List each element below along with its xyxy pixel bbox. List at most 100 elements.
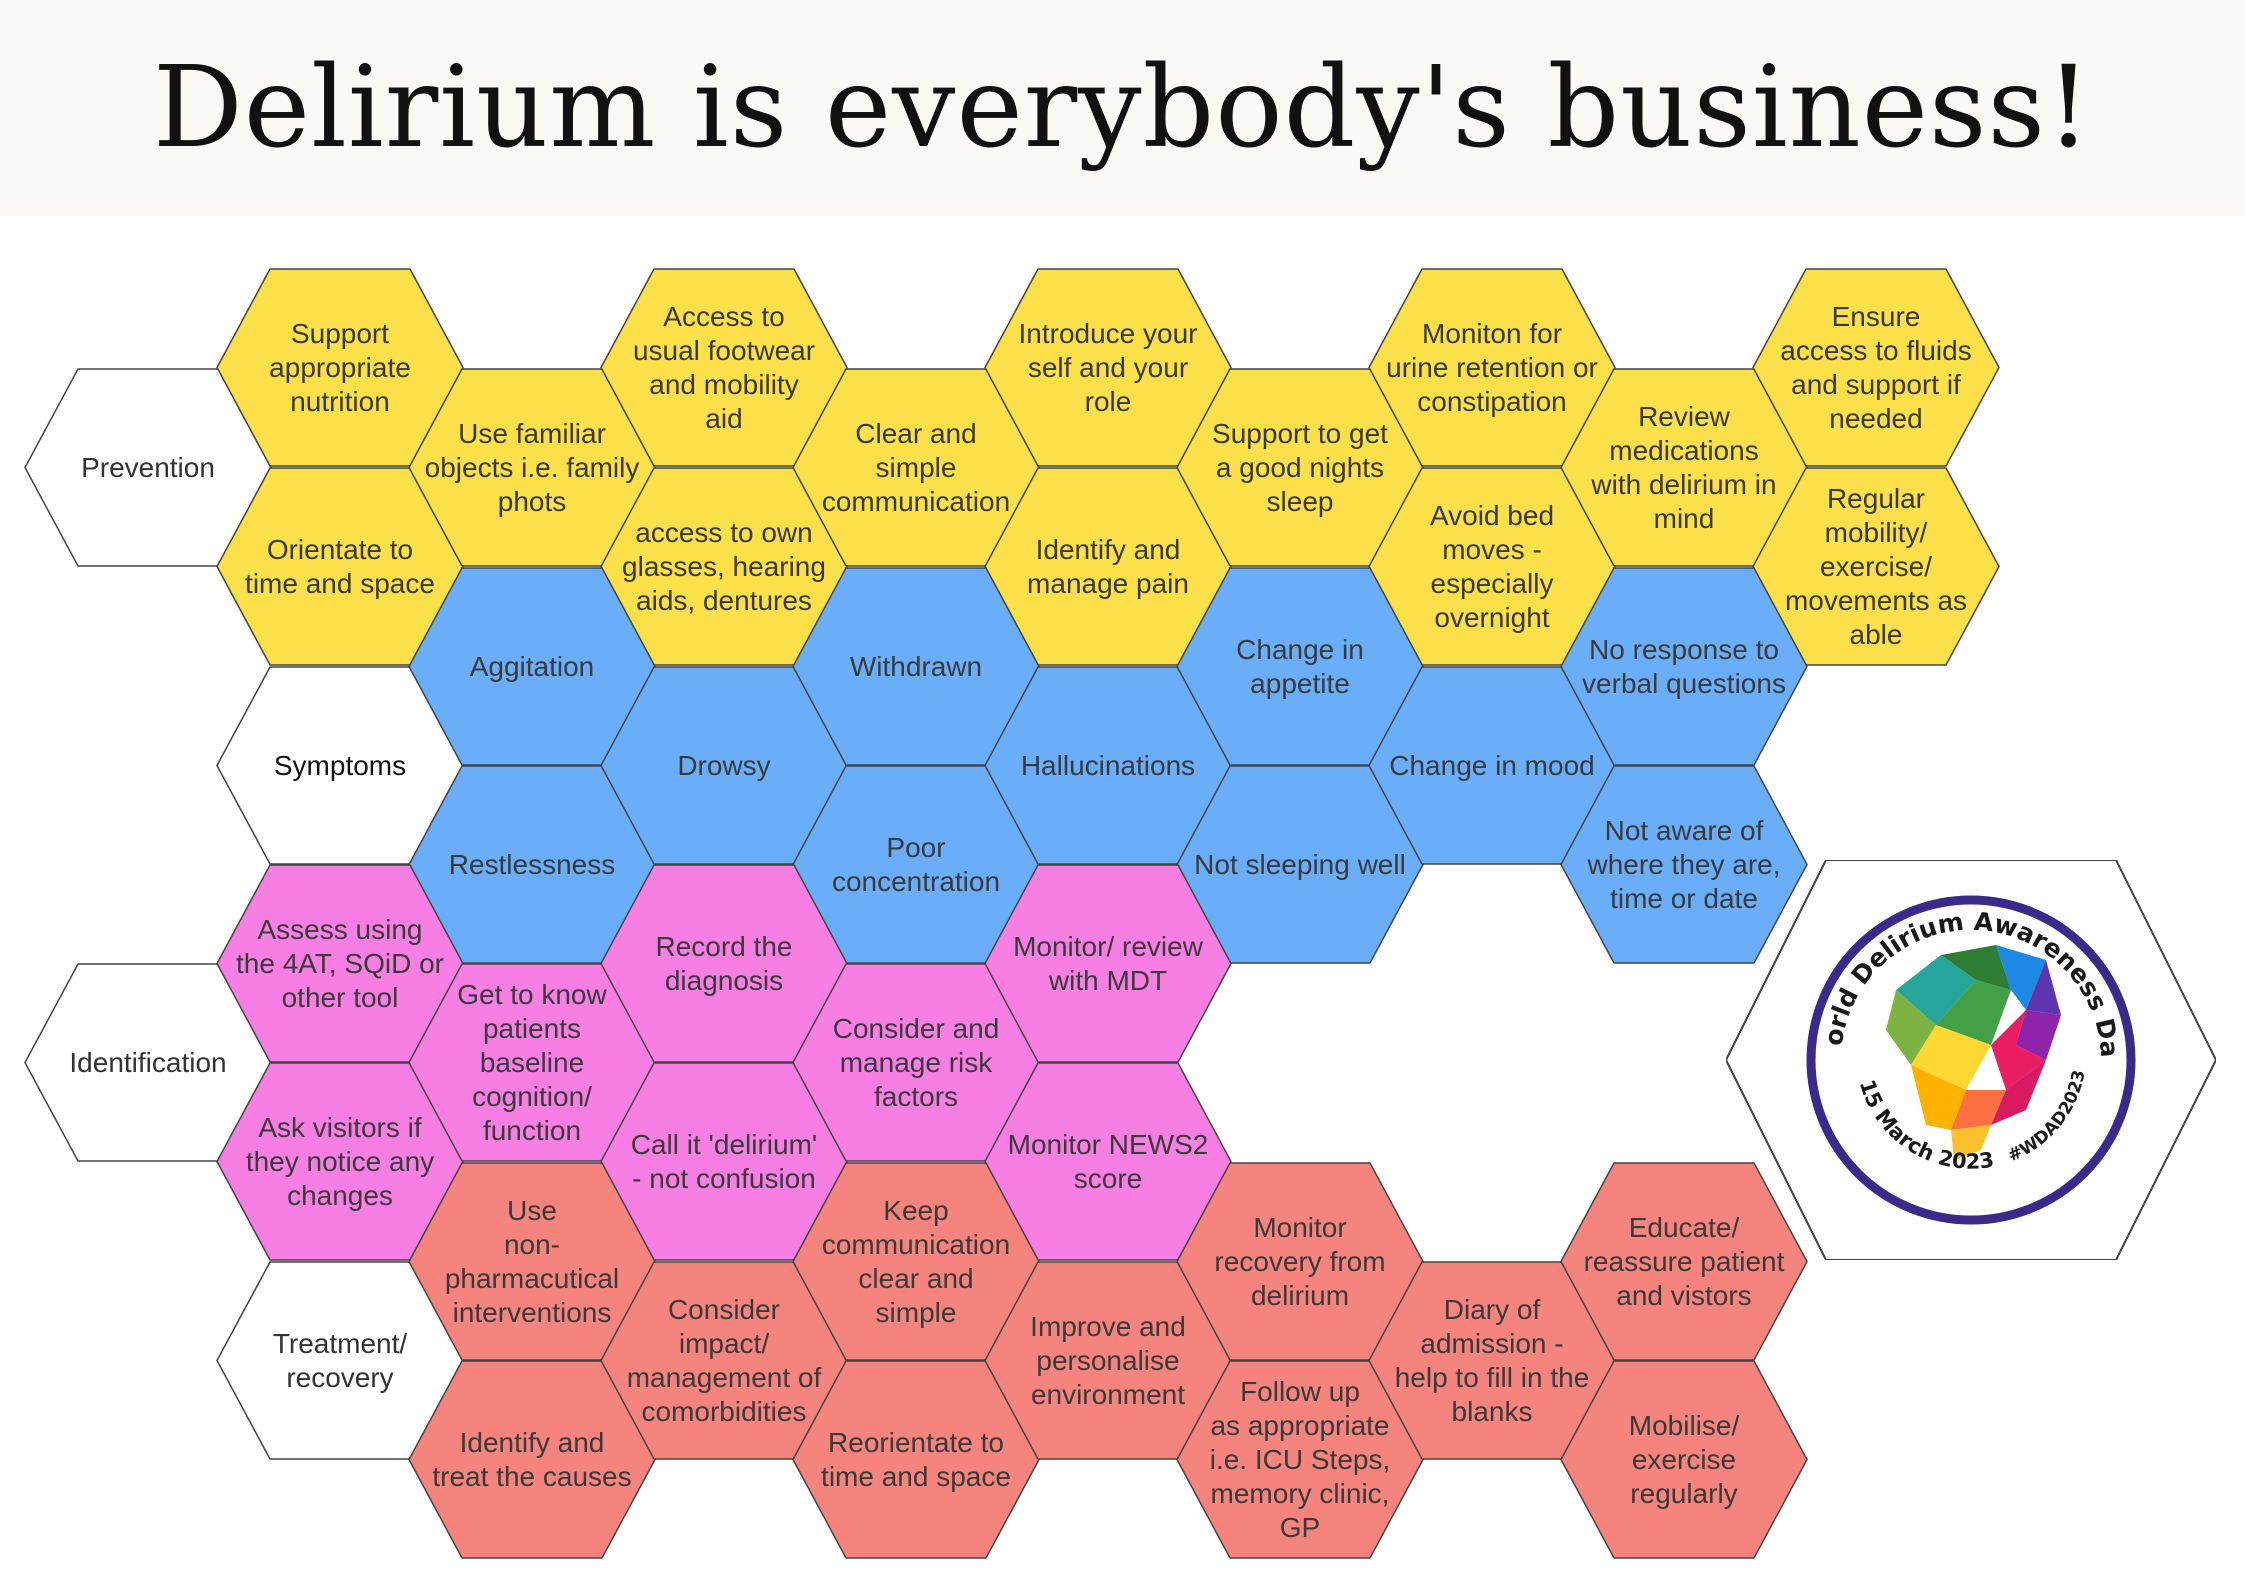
logo-ring [1806,895,2136,1225]
symptom-hex: Not sleeping well [1176,765,1424,964]
symptom-hex: Aggitation [408,567,656,766]
identification-hex: Monitor/ review with MDT [984,864,1232,1063]
category-label: Treatment/ recovery [272,1327,408,1393]
identification-hex: Call it 'delirium' - not confusion [600,1062,848,1261]
hex-label: No response to verbal questions [1582,633,1786,699]
symptom-hex: Withdrawn [792,567,1040,766]
identification-hex: Ask visitors if they notice any changes [216,1062,464,1261]
hex-label: Reorientate to time and space [821,1426,1011,1492]
identification-hex: Monitor NEWS2 score [984,1062,1232,1261]
hex-label: Access to usual footwear and mobility ai… [632,300,816,434]
hex-label: Assess using the 4AT, SQiD or other tool [235,913,444,1013]
symptom-hex: No response to verbal questions [1560,567,1808,766]
hex-label: Hallucinations [1020,749,1196,781]
hex-polygon [1560,567,1808,766]
hex-polygon [1752,268,2000,467]
treatment-hex: Identify and treat the causes [408,1360,656,1559]
hex-label: Support appropriate nutrition [269,317,411,417]
symptom-hex: Hallucinations [984,666,1232,865]
prevention-hex: Access to usual footwear and mobility ai… [600,268,848,467]
hex-label: Call it 'delirium' - not confusion [630,1128,818,1194]
symptom-hex: Not aware of where they are, time or dat… [1560,765,1808,964]
prevention-hex: Introduce your self and your role [984,268,1232,467]
hex-label: Regular mobility/ exercise/ movements as… [1784,482,1968,650]
hex-polygon [1560,765,1808,964]
hex-polygon [1560,1360,1808,1559]
hex-label: Review medications with delirium in mind [1591,400,1777,534]
hex-shape [1752,268,2000,467]
hex-label: Record the diagnosis [655,930,793,996]
hex-label: Change in mood [1389,749,1595,781]
prevention-hex: Support to get a good nights sleep [1176,368,1424,567]
hex-label: Moniton for urine retention or constipat… [1386,317,1598,417]
treatment-hex: Improve and personalise environment [984,1261,1232,1460]
hex-shape [1752,467,2000,666]
hex-label: Educate/ reassure patient and vistors [1583,1211,1785,1311]
hex-label: Monitor recovery from delirium [1214,1211,1386,1311]
hex-polygon [984,864,1232,1063]
hex-label: Withdrawn [849,650,983,682]
hex-label: Consider impact/ management of comorbidi… [626,1293,822,1427]
hex-shape [1560,1162,1808,1361]
prevention-hex: Moniton for urine retention or constipat… [1368,268,1616,467]
hex-label: Keep communication clear and simple [821,1194,1011,1328]
hex-label: Not aware of where they are, time or dat… [1587,814,1781,914]
identification-hex: Record the diagnosis [600,864,848,1063]
page-title: Delirium is everybody's business! [152,43,2093,173]
hex-label: Mobilise/ exercise regularly [1628,1409,1740,1509]
wdad-logo: World Delirium Awareness Day 15 March 20… [1726,860,2216,1260]
hex-label: Not sleeping well [1194,848,1406,880]
hex-label: Diary of admission - help to fill in the… [1394,1293,1590,1427]
hex-label: Aggitation [469,650,595,682]
prevention-hex: access to own glasses, hearing aids, den… [600,467,848,666]
hex-polygon [1560,1162,1808,1361]
hex-label: Ensure access to fluids and support if n… [1780,300,1972,434]
treatment-hex: Follow up as appropriate i.e. ICU Steps,… [1176,1360,1424,1559]
hex-label: Drowsy [677,749,771,781]
hex-shape [984,864,1232,1063]
hex-polygon [1752,467,2000,666]
hex-label: Ask visitors if they notice any changes [245,1111,435,1211]
prevention-hex: Review medications with delirium in mind [1560,368,1808,567]
hex-label: Consider and manage risk factors [832,1012,1000,1112]
hex-label: Identify and treat the causes [432,1426,632,1492]
identification-hex: Consider and manage risk factors [792,963,1040,1162]
treatment-hex: Mobilise/ exercise regularly [1560,1360,1808,1559]
hex-label: Clear and simple communication [821,417,1011,517]
treatment-hex: Reorientate to time and space [792,1360,1040,1559]
treatment-hex: Keep communication clear and simple [792,1162,1040,1361]
hex-label: Introduce your self and your role [1018,317,1198,417]
brain-globe-icon [1886,945,2061,1160]
hex-label: Restlessness [448,848,616,880]
category-label: Symptoms [273,749,407,781]
category-label: Prevention [81,451,215,483]
treatment-hex: Monitor recovery from delirium [1176,1162,1424,1361]
hex-label: Monitor NEWS2 score [1007,1128,1209,1194]
logo-graphic: World Delirium Awareness Day 15 March 20… [1726,860,2216,1260]
hex-shape [1560,1360,1808,1559]
hex-label: Use non-pharmacutical interventions [444,1194,620,1328]
category-label: Identification [69,1046,227,1078]
treatment-hex: Consider impact/ management of comorbidi… [600,1261,848,1460]
prevention-hex: Regular mobility/ exercise/ movements as… [1752,467,2000,666]
prevention-hex: Clear and simple communication [792,368,1040,567]
prevention-hex: Avoid bed moves - especially overnight [1368,467,1616,666]
prevention-hex: Identify and manage pain [984,467,1232,666]
hex-label: Poor concentration [831,831,1001,897]
hex-shape [1560,567,1808,766]
prevention-hex: Use familiar objects i.e. family phots [408,368,656,567]
hex-label: Orientate to time and space [245,533,435,599]
treatment-hex: Educate/ reassure patient and vistors [1560,1162,1808,1361]
hex-label: Monitor/ review with MDT [1013,930,1203,996]
category-symptoms: Symptoms [216,666,464,865]
hex-label: Improve and personalise environment [1030,1310,1186,1410]
hex-label: Get to know patients baseline cognition/… [457,978,607,1146]
treatment-hex: Diary of admission - help to fill in the… [1368,1261,1616,1460]
hex-shape [1560,765,1808,964]
hex-label: Change in appetite [1236,633,1364,699]
hex-label: Follow up as appropriate i.e. ICU Steps,… [1209,1375,1391,1543]
identification-hex: Assess using the 4AT, SQiD or other tool [216,864,464,1063]
hex-label: Support to get a good nights sleep [1212,417,1388,517]
hex-label: Avoid bed moves - especially overnight [1429,499,1555,633]
title-banner [0,0,2245,216]
